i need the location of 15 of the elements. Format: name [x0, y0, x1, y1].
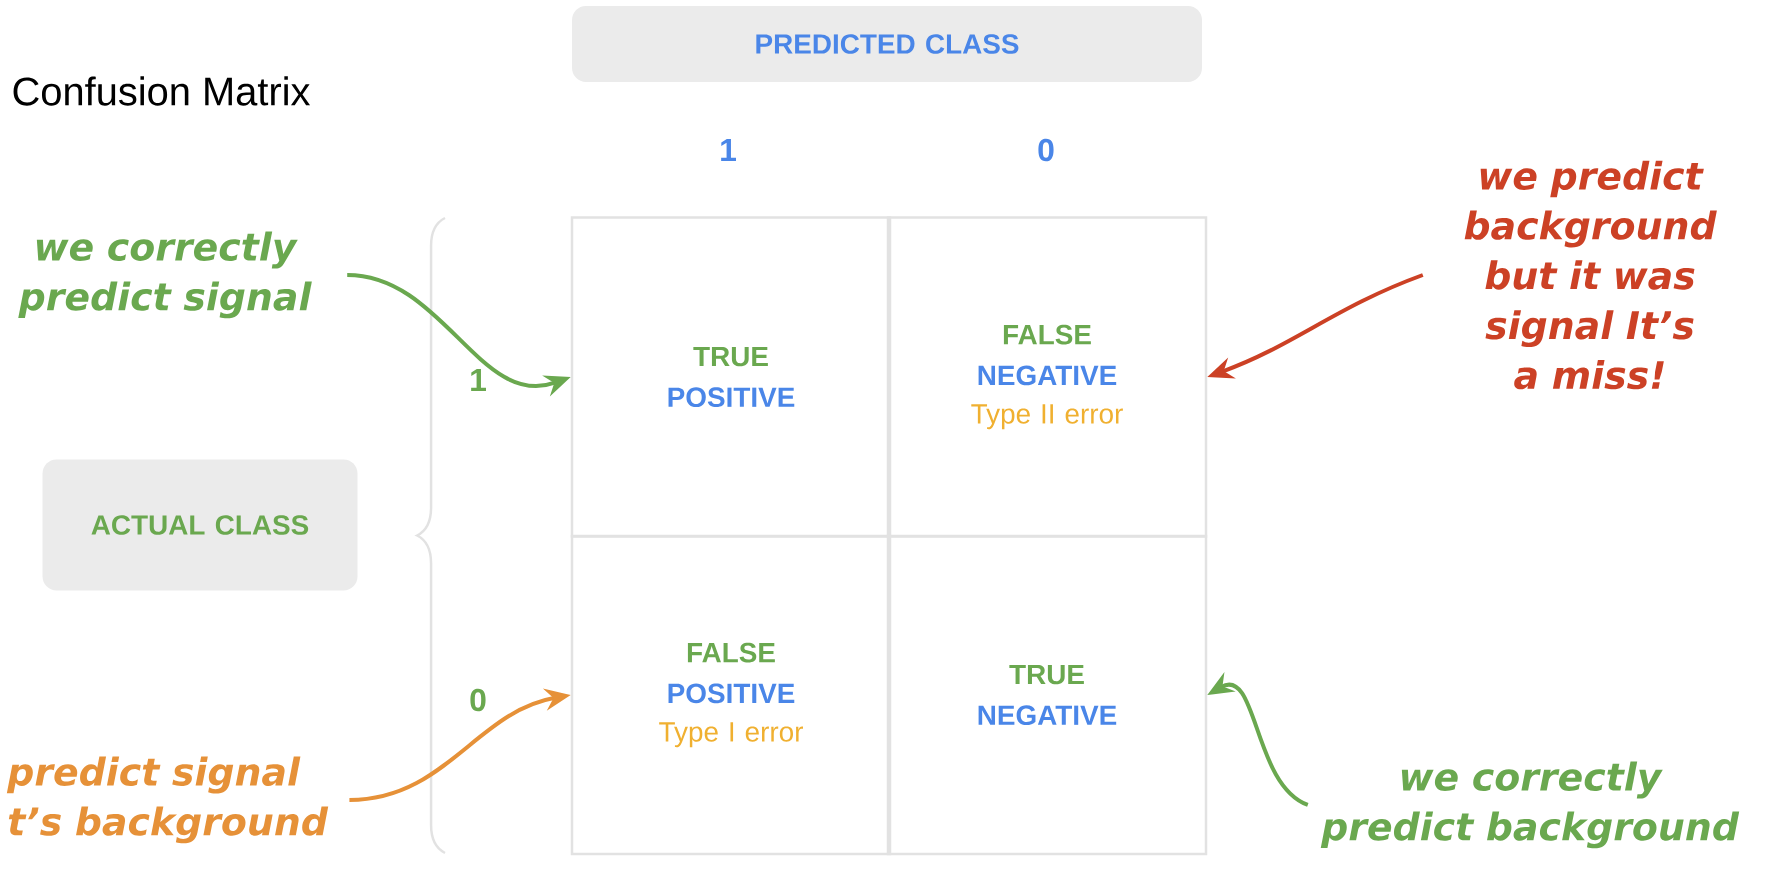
- annotation-text: we correctly predict signal: [18, 231, 312, 319]
- title: Confusion Matrix: [13, 76, 311, 106]
- annotation-text: we correctly predict background: [1320, 761, 1740, 849]
- matrix-cell: TRUE NEGATIVE: [886, 534, 1208, 856]
- class-value: 0: [470, 688, 486, 712]
- class-value: 1: [471, 369, 486, 391]
- matrix-cell: FALSE POSITIVE Type I error: [570, 534, 892, 856]
- matrix-cell: TRUE POSITIVE: [570, 216, 892, 538]
- header-box: PREDICTED CLASS: [572, 6, 1202, 82]
- annotation-text: we predict background but it was signal It’s a miss!: [1464, 160, 1717, 390]
- class-value: 0: [1038, 138, 1054, 162]
- header-box: ACTUAL CLASS: [42, 459, 358, 591]
- annotation-text: predict signal t’s background: [6, 756, 329, 844]
- matrix-cell: FALSE NEGATIVE Type II error: [886, 216, 1208, 538]
- class-value: 1: [721, 139, 736, 161]
